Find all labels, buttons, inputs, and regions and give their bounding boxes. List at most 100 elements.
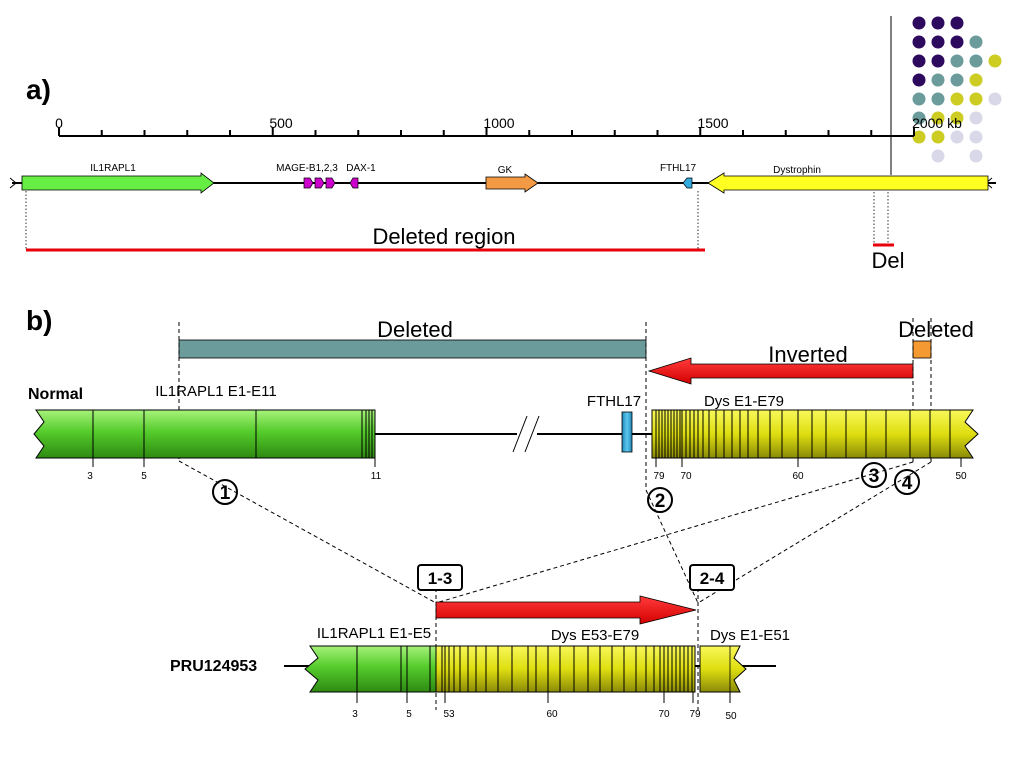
normal-tick-11: 11 xyxy=(371,471,382,482)
normal-dys-label: Dys E1-E79 xyxy=(704,393,784,410)
svg-text:4: 4 xyxy=(902,473,913,494)
deleted-left-bar xyxy=(178,339,647,359)
decor-dot xyxy=(988,92,1002,106)
mage-gene-label: MAGE-B1,2,3 xyxy=(276,163,338,174)
dax1-gene-label: DAX-1 xyxy=(346,163,376,174)
normal-dys-gene xyxy=(651,409,979,459)
patient-exon-ticks xyxy=(356,692,731,703)
svg-text:2: 2 xyxy=(655,491,666,512)
patient-label: PRU124953 xyxy=(170,658,257,675)
patient-dys-a-label: Dys E53-E79 xyxy=(551,627,639,644)
normal-tick-60: 60 xyxy=(792,471,804,482)
scale-label-0: 0 xyxy=(55,115,63,131)
deleted-left-label: Deleted xyxy=(377,317,453,342)
gk-gene-label: GK xyxy=(498,165,513,176)
decor-dot xyxy=(950,130,964,144)
decor-dot xyxy=(950,35,964,49)
decor-dot xyxy=(931,111,945,125)
patient-inverted-arrow xyxy=(435,595,697,625)
svg-text:3: 3 xyxy=(869,466,880,487)
gk-gene-arrow xyxy=(485,173,539,193)
normal-fthl17-gene xyxy=(621,411,633,453)
patient-dys-e53-e79-gene xyxy=(435,645,696,693)
normal-tick-5: 5 xyxy=(141,471,147,482)
decor-dot xyxy=(969,111,983,125)
junction-box-2-4: 2-4 xyxy=(689,564,735,591)
decor-dot xyxy=(969,149,983,163)
panel-b-label: b) xyxy=(26,305,52,336)
normal-fthl17-label: FTHL17 xyxy=(587,393,641,410)
il1rapl1-gene-label: IL1RAPL1 xyxy=(90,163,136,174)
decor-dot xyxy=(912,54,926,68)
decorative-dot-grid xyxy=(912,16,1002,163)
breakpoint-marker-4: 4 xyxy=(894,469,920,495)
decor-dot xyxy=(931,73,945,87)
breakpoint-marker-2: 2 xyxy=(647,487,673,513)
scale-label-1000: 1000 xyxy=(483,115,514,131)
dystrophin-gene-label: Dystrophin xyxy=(773,165,821,176)
decor-dot xyxy=(912,92,926,106)
chromosome-gap-marks xyxy=(512,415,540,453)
normal-tick-3: 3 xyxy=(87,471,93,482)
normal-il1rapl1-gene xyxy=(33,409,376,459)
inverted-arrow xyxy=(647,357,914,385)
decor-dot xyxy=(912,73,926,87)
decor-dot xyxy=(969,35,983,49)
patient-dys-b-label: Dys E1-E51 xyxy=(710,627,790,644)
normal-dys-exons xyxy=(655,410,951,458)
inverted-label: Inverted xyxy=(768,342,848,367)
patient-tick-53: 53 xyxy=(443,709,455,720)
scale-label-500: 500 xyxy=(269,115,293,131)
chromosome-break-left xyxy=(9,177,17,189)
scale-label-2000: 2000 kb xyxy=(912,115,962,131)
svg-text:1-3: 1-3 xyxy=(428,569,453,588)
fthl17-gene xyxy=(682,177,693,189)
patient-dys-e1-e51-gene xyxy=(699,645,747,693)
del-label: Del xyxy=(871,248,904,273)
normal-label: Normal xyxy=(28,386,83,403)
decor-dot xyxy=(912,16,926,30)
deleted-right-label: Deleted xyxy=(898,317,974,342)
patient-il1rapl1-label: IL1RAPL1 E1-E5 xyxy=(317,625,431,642)
decor-dot xyxy=(931,54,945,68)
scale-label-1500: 1500 xyxy=(697,115,728,131)
patient-tick-79: 79 xyxy=(689,709,701,720)
normal-tick-79: 79 xyxy=(653,471,665,482)
decor-dot xyxy=(931,130,945,144)
patient-il1rapl1-gene xyxy=(304,645,437,693)
junction-box-1-3: 1-3 xyxy=(417,564,463,591)
normal-tick-50: 50 xyxy=(955,471,967,482)
fthl17-gene-label: FTHL17 xyxy=(660,163,697,174)
decor-dot xyxy=(969,92,983,106)
mage-genes xyxy=(303,177,336,189)
patient-tick-5: 5 xyxy=(406,709,412,720)
decor-dot xyxy=(969,73,983,87)
normal-il1rapl1-label: IL1RAPL1 E1-E11 xyxy=(155,383,276,400)
decor-dot xyxy=(950,73,964,87)
deleted-right-block xyxy=(912,340,932,359)
il1rapl1-gene-arrow xyxy=(21,172,215,194)
decor-dot xyxy=(969,130,983,144)
patient-tick-70: 70 xyxy=(658,709,670,720)
decor-dot xyxy=(950,111,964,125)
patient-tick-3: 3 xyxy=(352,709,358,720)
decor-dot xyxy=(931,149,945,163)
deleted-region-label: Deleted region xyxy=(372,224,515,249)
decor-dot xyxy=(950,92,964,106)
patient-dys-e53-e79-exons xyxy=(441,646,693,692)
decor-dot xyxy=(912,130,926,144)
svg-text:2-4: 2-4 xyxy=(700,569,725,588)
decor-dot xyxy=(931,16,945,30)
normal-tick-70: 70 xyxy=(680,471,692,482)
scale-axis xyxy=(58,127,915,137)
decor-dot xyxy=(950,54,964,68)
decor-dot xyxy=(931,35,945,49)
normal-il1rapl1-exons xyxy=(92,410,373,458)
decor-dot xyxy=(931,92,945,106)
panel-a-label: a) xyxy=(26,74,51,105)
patient-tick-60: 60 xyxy=(546,709,558,720)
decor-dot xyxy=(912,111,926,125)
decor-dot xyxy=(988,54,1002,68)
breakpoint-marker-1: 1 xyxy=(212,479,238,505)
normal-exon-ticks xyxy=(92,458,962,467)
